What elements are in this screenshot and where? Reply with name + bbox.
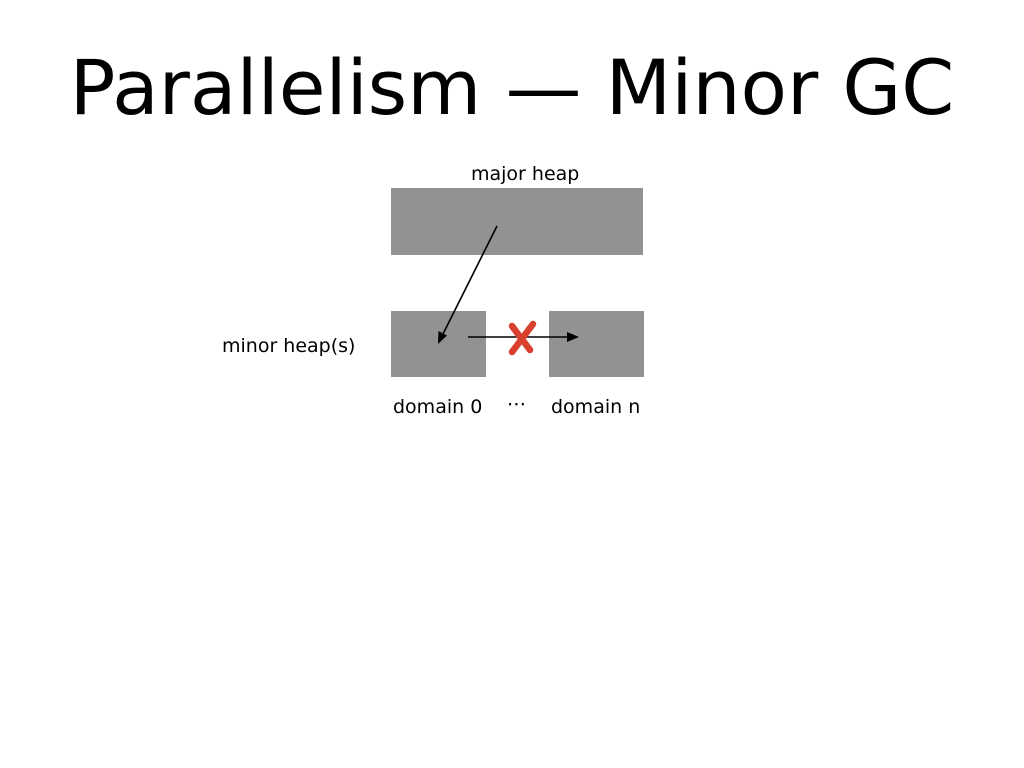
minor-heap-domain-0-block — [391, 311, 486, 377]
minor-heap-domain-n-block — [549, 311, 644, 377]
slide-title: Parallelism — Minor GC — [69, 43, 955, 132]
cross-mark-icon — [508, 320, 537, 356]
domain-n-label: domain n — [551, 396, 641, 418]
major-heap-block — [391, 188, 643, 255]
domain-0-label: domain 0 — [393, 396, 483, 418]
minor-heap-label: minor heap(s) — [222, 335, 356, 357]
ellipsis-label: ⋯ — [507, 393, 526, 415]
major-heap-label: major heap — [471, 163, 580, 185]
